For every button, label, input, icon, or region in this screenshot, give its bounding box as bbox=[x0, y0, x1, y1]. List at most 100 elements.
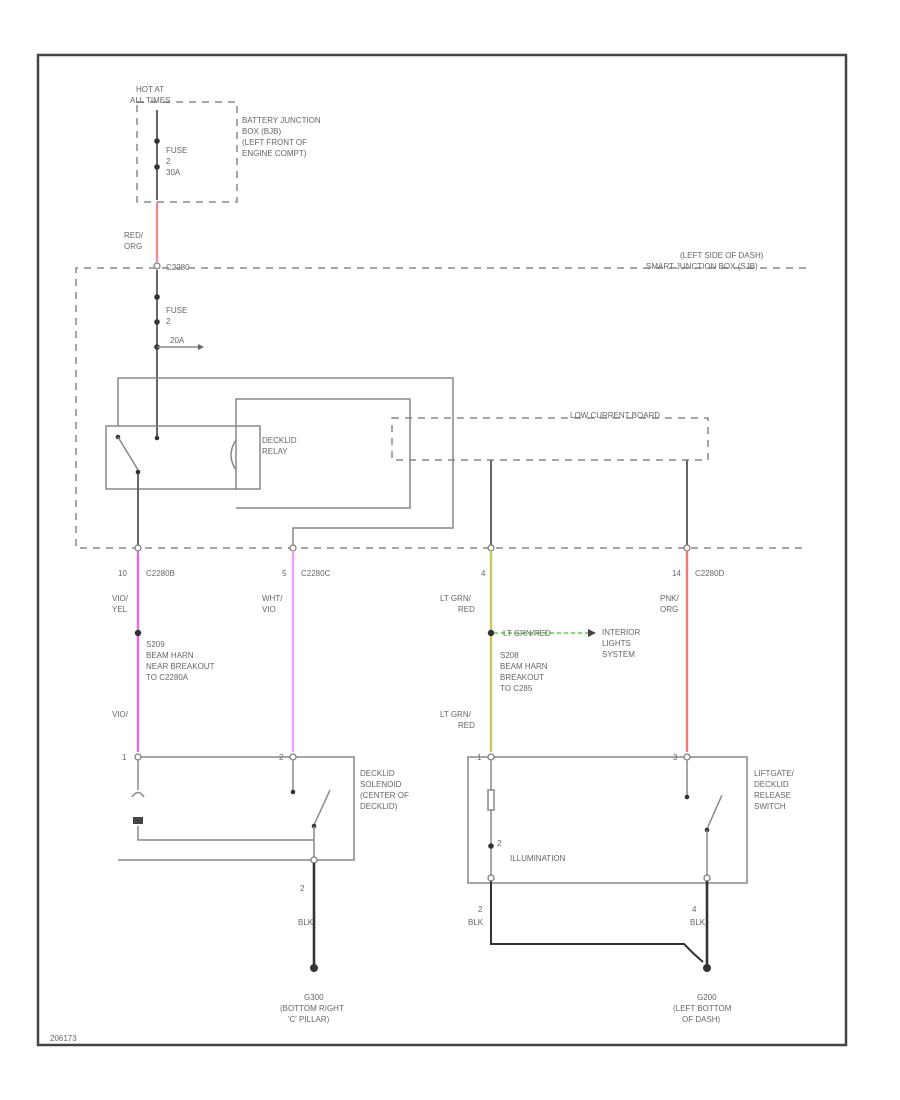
wht-vio-label-2: VIO bbox=[262, 605, 276, 614]
solenoid-label-3: (CENTER OF bbox=[360, 791, 409, 800]
sjb-label-2: SMART JUNCTION BOX (SJB) bbox=[646, 262, 758, 271]
s208-label-4: TO C285 bbox=[500, 684, 533, 693]
low-current-board bbox=[391, 417, 709, 461]
pin-two-switch-label: 2 bbox=[478, 905, 483, 914]
bjb-label-2: BOX (BJB) bbox=[242, 127, 281, 136]
fuse-mid-amps: 20A bbox=[170, 336, 185, 345]
illumination-node bbox=[488, 843, 494, 849]
vio-yel-label-1: VIO/ bbox=[112, 594, 129, 603]
blk-label-2: BLK bbox=[468, 918, 484, 927]
g300-label-3: 'C' PILLAR) bbox=[288, 1015, 330, 1024]
release-contact-top bbox=[684, 794, 690, 800]
fuse-mid-number: 2 bbox=[166, 317, 171, 326]
relay-switch-arm bbox=[117, 436, 139, 471]
bjb-label-1: BATTERY JUNCTION bbox=[242, 116, 321, 125]
g200-label-3: OF DASH) bbox=[682, 1015, 721, 1024]
wire-blk-illumination-ground bbox=[490, 881, 704, 963]
switch-pin-b-label: 3 bbox=[673, 753, 678, 762]
relay-label-1: DECKLID bbox=[262, 436, 297, 445]
interior-label-2: LIGHTS bbox=[602, 639, 631, 648]
s209-label-3: NEAR BREAKOUT bbox=[146, 662, 215, 671]
relay-contact-b bbox=[154, 435, 160, 441]
release-switch-box bbox=[467, 756, 748, 884]
switch-pin-c-label: 2 bbox=[497, 839, 502, 848]
decklid-relay bbox=[105, 425, 261, 490]
fuse-top-terminal-a bbox=[154, 138, 160, 144]
solenoid-label-4: DECKLID) bbox=[360, 802, 398, 811]
sjb-loop-inner bbox=[235, 398, 411, 509]
s208-label-1: S208 bbox=[500, 651, 519, 660]
all-times-label: ALL TIMES bbox=[130, 96, 170, 105]
illumination-label: ILLUMINATION bbox=[510, 854, 566, 863]
pnk-org-label-2: ORG bbox=[660, 605, 678, 614]
s208-label-2: BEAM HARN bbox=[500, 662, 548, 671]
diagram-code: 206173 bbox=[50, 1034, 77, 1043]
switch-pin-3 bbox=[683, 753, 691, 761]
interior-lights-arrow bbox=[588, 629, 596, 637]
interior-label-3: SYSTEM bbox=[602, 650, 635, 659]
pin-5-label: 5 bbox=[282, 569, 287, 578]
pin-10-label: 10 bbox=[118, 569, 127, 578]
solenoid-contact-top bbox=[290, 789, 296, 795]
red-org-label-2: ORG bbox=[124, 242, 142, 251]
s209-label-1: S209 bbox=[146, 640, 165, 649]
illumination-bulb bbox=[487, 789, 495, 811]
pnk-org-label-1: PNK/ bbox=[660, 594, 679, 603]
interior-label-1: INTERIOR bbox=[602, 628, 640, 637]
connector-c2280c bbox=[289, 544, 297, 552]
blk-label: BLK bbox=[298, 918, 314, 927]
ltgrn-red-label-1: LT GRN/ bbox=[440, 594, 472, 603]
pin-two-label: 2 bbox=[300, 884, 305, 893]
connector-c2280b bbox=[134, 544, 142, 552]
bjb-label-4: ENGINE COMPT) bbox=[242, 149, 307, 158]
solenoid-pin-1 bbox=[134, 753, 142, 761]
ltgrn-red-label-2: RED bbox=[458, 605, 475, 614]
solenoid-return-wire bbox=[137, 826, 314, 841]
switch-pin-4 bbox=[703, 874, 711, 882]
solenoid-switch-arm bbox=[313, 789, 331, 826]
s209-label-4: TO C2280A bbox=[146, 673, 189, 682]
relay-contact-c bbox=[135, 469, 141, 475]
solenoid-label-1: DECKLID bbox=[360, 769, 395, 778]
vio-lower-label: VIO/ bbox=[112, 710, 129, 719]
fuse-mid-tap-arrow bbox=[198, 344, 204, 350]
solenoid-pin-2-label: 2 bbox=[279, 753, 284, 762]
fuse-top-number: 2 bbox=[166, 157, 171, 166]
pin-14-label: 14 bbox=[672, 569, 681, 578]
splice-s209 bbox=[134, 629, 142, 637]
fuse-top-label: FUSE bbox=[166, 146, 187, 155]
decklid-solenoid-box bbox=[118, 756, 355, 861]
ground-g200 bbox=[703, 964, 711, 972]
ltgrn-lower-label-2: RED bbox=[458, 721, 475, 730]
wht-vio-label-1: WHT/ bbox=[262, 594, 283, 603]
relay-label-2: RELAY bbox=[262, 447, 288, 456]
connector-c2280d-right bbox=[683, 544, 691, 552]
diagram-frame bbox=[36, 53, 848, 1047]
solenoid-coil-symbol bbox=[131, 791, 145, 798]
switch-pin-a-label: 1 bbox=[477, 753, 482, 762]
lt-grn-ext-label: LT GRN/RED bbox=[503, 629, 551, 638]
fuse-mid-terminal-b bbox=[154, 319, 160, 325]
bjb-label-3: (LEFT FRONT OF bbox=[242, 138, 307, 147]
switch-label-4: SWITCH bbox=[754, 802, 786, 811]
g200-label-2: (LEFT BOTTOM bbox=[673, 1004, 732, 1013]
g200-label-1: G200 bbox=[697, 993, 717, 1002]
connector-c2280d-left bbox=[487, 544, 495, 552]
low-current-label: LOW CURRENT BOARD bbox=[570, 411, 660, 420]
fuse-top-amps: 30A bbox=[166, 168, 181, 177]
g300-label-2: (BOTTOM RIGHT bbox=[280, 1004, 344, 1013]
solenoid-pin-ground bbox=[310, 856, 318, 864]
release-switch-arm bbox=[706, 794, 723, 830]
relay-coil bbox=[230, 439, 237, 471]
fuse-mid-label: FUSE bbox=[166, 306, 187, 315]
switch-pin-1 bbox=[487, 753, 495, 761]
sjb-label-1: (LEFT SIDE OF DASH) bbox=[680, 251, 764, 260]
switch-label-2: DECKLID bbox=[754, 780, 789, 789]
blk-label-3: BLK bbox=[690, 918, 706, 927]
pin-4-label: 4 bbox=[481, 569, 486, 578]
solenoid-pin-2 bbox=[289, 753, 297, 761]
c2280d-label: C2280D bbox=[695, 569, 725, 578]
sjb-loop-outer bbox=[117, 377, 454, 546]
switch-pin-2 bbox=[487, 874, 495, 882]
